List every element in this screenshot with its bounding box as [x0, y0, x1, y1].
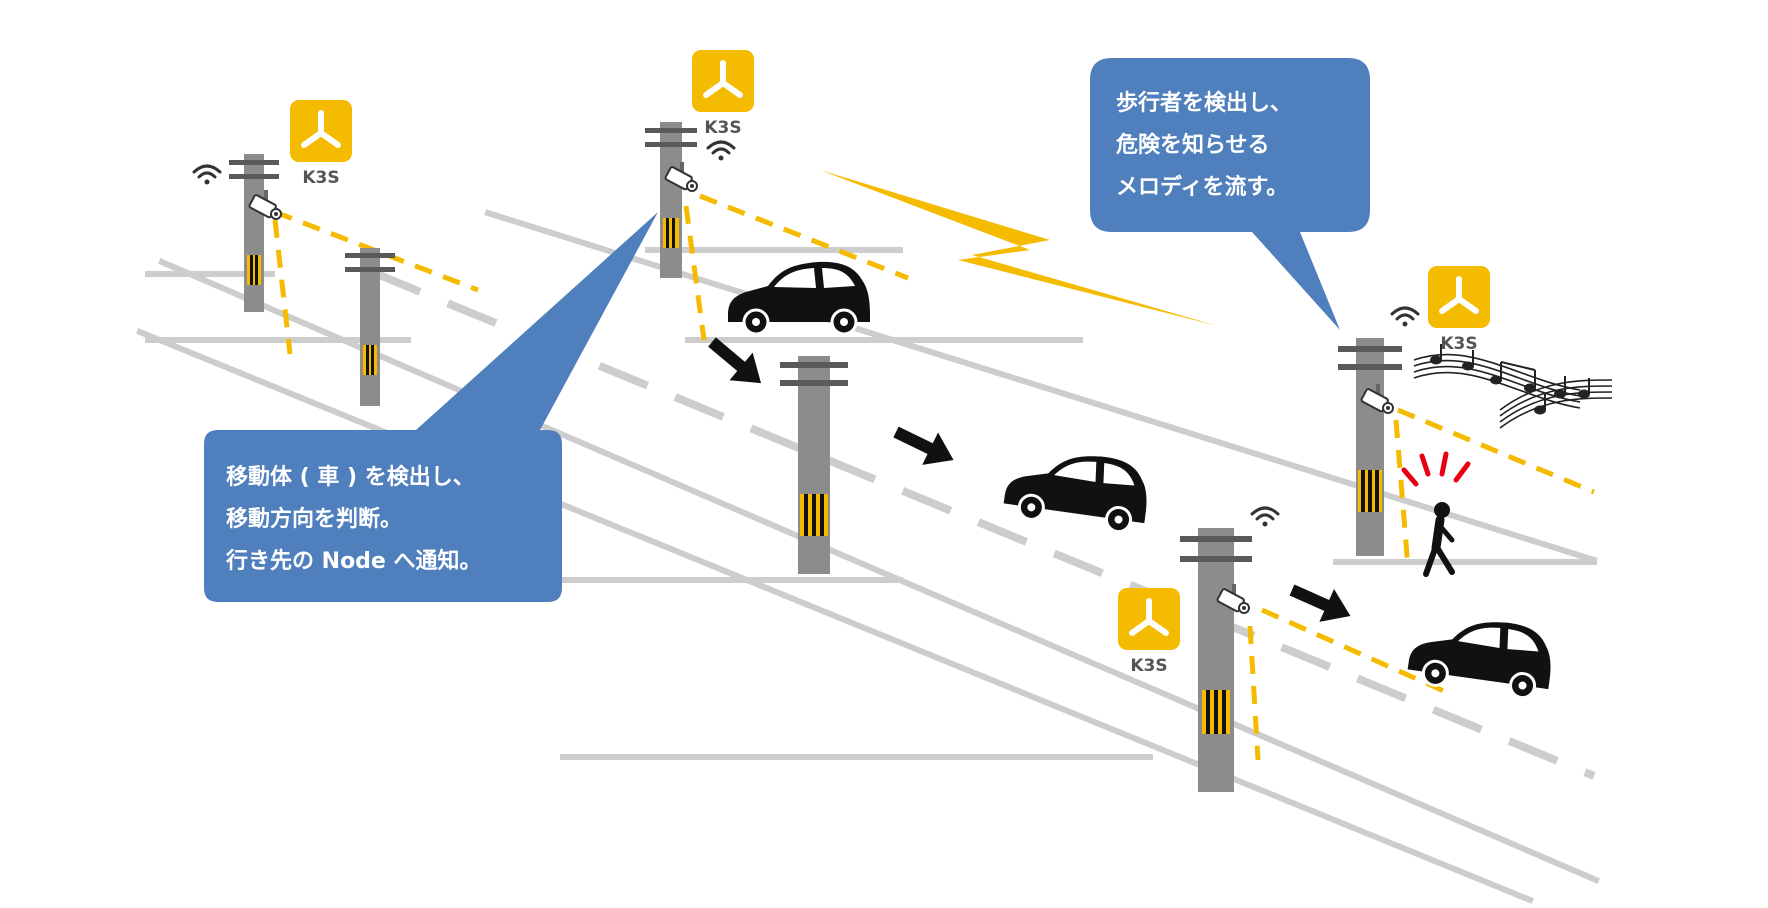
utility-pole-2 — [345, 248, 395, 406]
svg-text:K3S: K3S — [1440, 334, 1477, 354]
wifi-icon — [1250, 506, 1280, 528]
svg-text:K3S: K3S — [302, 168, 339, 188]
vehicle-detection-bubble: 移動体 ( 車 ) を検出し、 移動方向を判断。 行き先の Node へ通知。 — [204, 212, 658, 602]
bubble-text-line: 移動方向を判断。 — [226, 506, 402, 532]
car-icon — [726, 260, 872, 336]
k3s-badge: K3S — [1428, 266, 1490, 354]
k3s-badge: K3S — [692, 50, 754, 138]
wifi-icon — [706, 140, 736, 162]
bubble-text-line: 歩行者を検出し、 — [1116, 90, 1292, 116]
utility-pole-1 — [229, 154, 279, 312]
bubble-text-line: メロディを流す。 — [1116, 174, 1288, 200]
k3s-logo-icon — [692, 50, 754, 112]
k3s-badge: K3S — [1118, 588, 1180, 676]
wifi-icon — [1390, 306, 1420, 328]
alert-icon — [1401, 451, 1471, 487]
detection-ranges — [272, 193, 1595, 761]
road-lines — [136, 209, 1600, 904]
k3s-badge: K3S — [290, 100, 352, 188]
road-center-line — [370, 268, 1596, 780]
utility-pole-4 — [780, 356, 848, 574]
svg-text:K3S: K3S — [704, 118, 741, 138]
lightning-icon — [820, 170, 1218, 326]
k3s-logo-icon — [1118, 588, 1180, 650]
k3s-logo-icon — [1428, 266, 1490, 328]
utility-pole-5 — [1338, 338, 1402, 556]
bubble-text-line: 危険を知らせる — [1116, 132, 1270, 158]
pedestrian-icon — [1423, 502, 1455, 577]
utility-pole-3 — [645, 122, 697, 278]
k3s-logo-icon — [290, 100, 352, 162]
arrow-icon — [888, 415, 962, 477]
pedestrian-alert-bubble: 歩行者を検出し、 危険を知らせる メロディを流す。 — [1090, 58, 1370, 330]
car-icon — [1404, 608, 1559, 703]
music-notes-icon — [1413, 344, 1613, 429]
svg-text:K3S: K3S — [1130, 656, 1167, 676]
utility-pole-6 — [1180, 528, 1252, 792]
car-icon — [1000, 442, 1155, 537]
bubble-text-line: 移動体 ( 車 ) を検出し、 — [226, 464, 475, 490]
wifi-icon — [192, 164, 222, 186]
bubble-text-line: 行き先の Node へ通知。 — [225, 548, 482, 574]
